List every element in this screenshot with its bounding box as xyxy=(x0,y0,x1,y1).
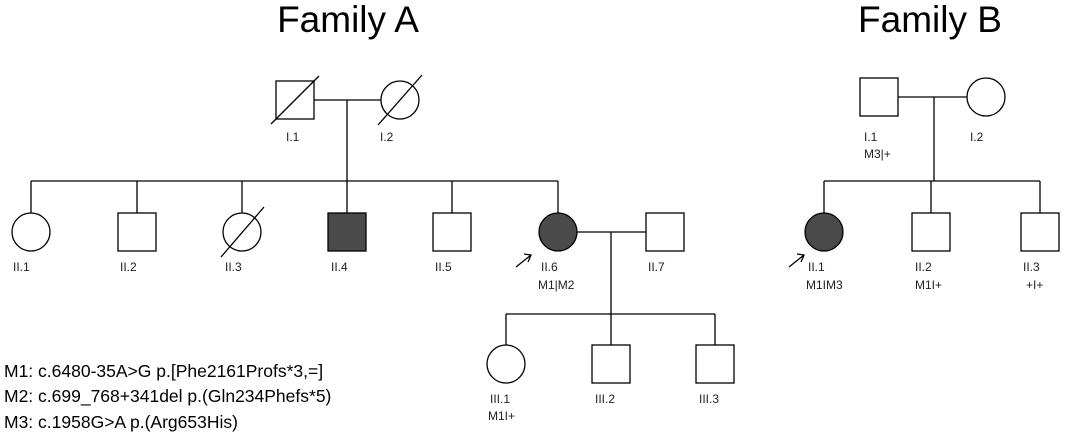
male-square xyxy=(117,212,157,252)
affected-male-square xyxy=(327,212,367,252)
individual-label: III.2 xyxy=(595,392,615,406)
individual-label: II.1 xyxy=(13,260,30,274)
family-b-i2: I.2 xyxy=(966,77,1006,144)
legend-m1: M1: c.6480-35A>G p.[Phe2161Profs*3,=] xyxy=(4,361,323,381)
female-circle xyxy=(966,77,1006,117)
family-a-ii1: II.1 xyxy=(11,212,51,274)
deceased-slash xyxy=(270,75,320,125)
family-a-i1: I.1 xyxy=(270,75,320,144)
individual-label: I.1 xyxy=(864,130,878,144)
individual-label: II.3 xyxy=(1023,260,1040,274)
individual-label: II.4 xyxy=(331,260,348,274)
individual-label: I.2 xyxy=(970,130,984,144)
individual-label: I.2 xyxy=(380,130,394,144)
individual-label: II.3 xyxy=(225,260,242,274)
individual-label: II.7 xyxy=(648,260,665,274)
proband-arrowhead-icon xyxy=(523,253,532,263)
male-square xyxy=(859,77,899,117)
deceased-slash xyxy=(220,206,265,258)
legend-m3: M3: c.1958G>A p.(Arg653His) xyxy=(4,412,238,432)
proband-arrowhead-icon xyxy=(796,253,805,263)
legend-m2: M2: c.699_768+341del p.(Gln234Phefs*5) xyxy=(4,386,331,407)
genotype-label: M1|M2 xyxy=(538,278,575,292)
female-circle xyxy=(11,212,51,252)
family-a-i2: I.2 xyxy=(377,74,423,144)
genotype-label: M3|+ xyxy=(864,147,891,161)
proband-arrow-icon xyxy=(515,254,532,268)
family-b-title: Family B xyxy=(858,0,1002,40)
family-a-ii7: II.7 xyxy=(645,212,685,274)
male-square xyxy=(645,212,685,252)
genotype-label: M1I+ xyxy=(915,278,942,292)
individual-label: II.2 xyxy=(120,260,137,274)
individual-label: II.1 xyxy=(808,260,825,274)
family-a-iii1: III.1 M1I+ xyxy=(486,344,526,423)
deceased-slash xyxy=(377,74,423,126)
genotype-label: M1IM3 xyxy=(806,278,843,292)
family-b-i1: I.1 M3|+ xyxy=(859,77,899,161)
family-a-ii2: II.2 xyxy=(117,212,157,274)
individual-label: II.5 xyxy=(435,260,452,274)
genotype-label: M1I+ xyxy=(488,409,515,423)
male-square xyxy=(432,212,472,252)
family-a-title: Family A xyxy=(277,0,419,40)
individual-label: II.2 xyxy=(915,260,932,274)
male-square xyxy=(911,212,951,252)
genotype-label: +I+ xyxy=(1026,278,1043,292)
female-circle xyxy=(486,344,526,384)
individual-label: I.1 xyxy=(286,130,300,144)
affected-female-circle xyxy=(538,212,578,252)
individual-label: II.6 xyxy=(541,260,558,274)
affected-female-circle xyxy=(804,212,844,252)
family-a-iii2: III.2 xyxy=(591,344,631,406)
family-b-ii1: II.1 M1IM3 xyxy=(788,212,844,292)
individual-label: III.1 xyxy=(490,392,510,406)
male-square xyxy=(591,344,631,384)
family-a-ii3: II.3 xyxy=(220,206,265,274)
male-square xyxy=(695,344,735,384)
mutation-legend: M1: c.6480-35A>G p.[Phe2161Profs*3,=] M2… xyxy=(4,361,331,432)
family-a-ii6: II.6 M1|M2 xyxy=(515,212,578,292)
individual-label: III.3 xyxy=(699,392,719,406)
family-b-ii2: II.2 M1I+ xyxy=(911,212,951,292)
family-a-lines xyxy=(30,99,716,345)
family-b-ii3: II.3 +I+ xyxy=(1020,212,1060,292)
family-a-ii4: II.4 xyxy=(327,212,367,274)
family-a-ii5: II.5 xyxy=(432,212,472,274)
male-square xyxy=(1020,212,1060,252)
proband-arrow-icon xyxy=(788,254,805,268)
family-a-iii3: III.3 xyxy=(695,344,735,406)
family-b-lines xyxy=(823,96,1041,213)
